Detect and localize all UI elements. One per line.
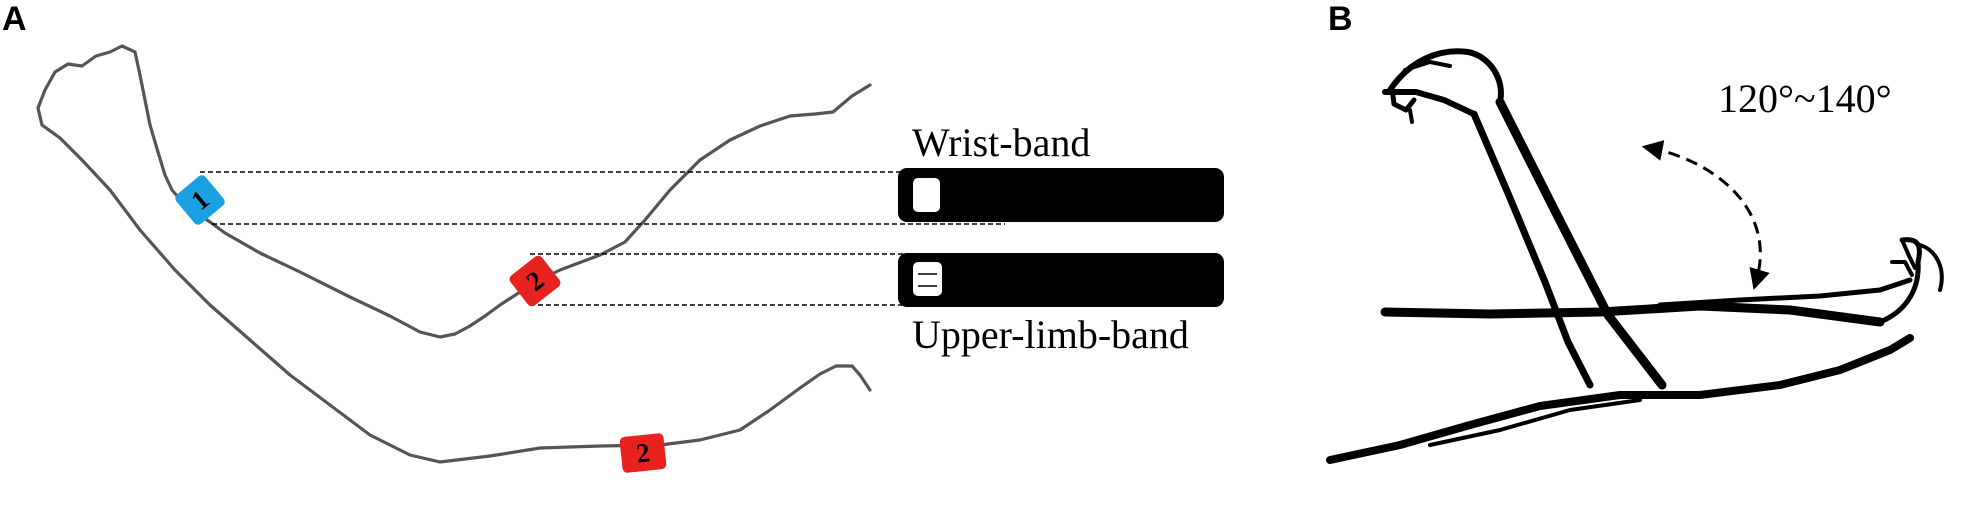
wrist-band-module <box>913 178 940 212</box>
bent-arm-sketch <box>1326 48 1944 464</box>
upper-limb-band <box>898 253 1224 307</box>
panel-b-letter: B <box>1328 0 1353 38</box>
rotation-arrow <box>1641 140 1770 291</box>
sensor-2-lower: 2 <box>619 433 667 473</box>
upper-limb-band-label: Upper-limb-band <box>912 312 1189 357</box>
panel-a: A 1 2 2 Wrist-band Upper-limb-band <box>2 0 1224 473</box>
panel-a-letter: A <box>2 0 27 38</box>
dashed-guides <box>200 171 1005 306</box>
sensor-2-lower-label: 2 <box>635 437 652 468</box>
sensor-2-upper-arm: 2 <box>509 255 561 307</box>
upper-limb-band-module <box>913 262 942 296</box>
angle-label: 120°~140° <box>1718 76 1892 121</box>
panel-b: B 120°~140° <box>1326 0 1944 464</box>
sensor-1-wrist: 1 <box>175 175 225 225</box>
wrist-band <box>898 168 1224 222</box>
wrist-band-label: Wrist-band <box>912 120 1090 165</box>
arm-outline-upper <box>36 44 872 464</box>
